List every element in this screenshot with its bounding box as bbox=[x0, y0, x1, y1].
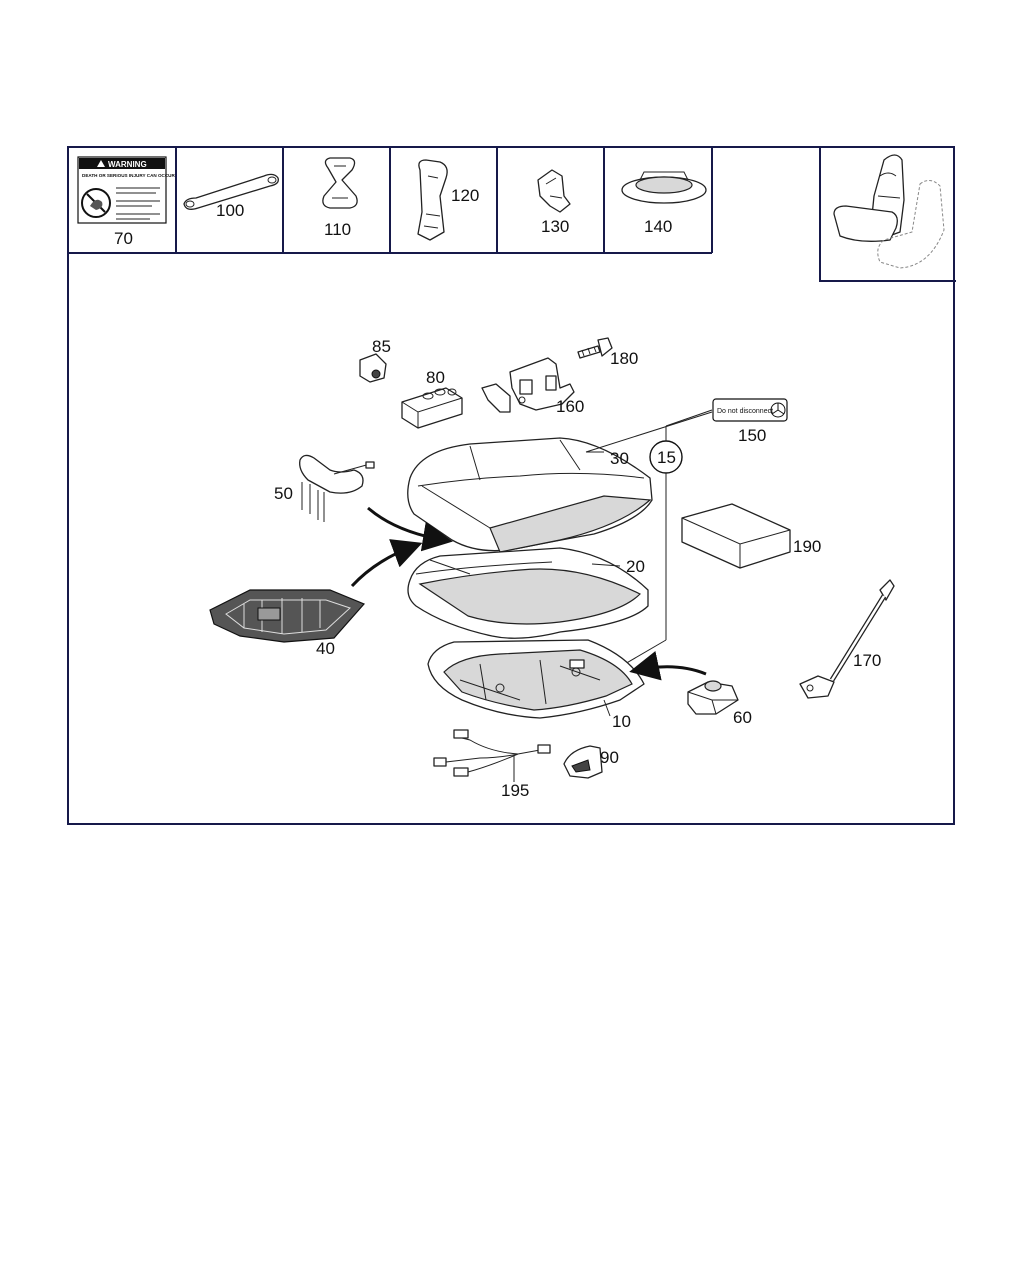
arrow-60 bbox=[629, 650, 707, 681]
label-150: 150 bbox=[738, 426, 766, 445]
part-60-motor[interactable] bbox=[687, 680, 739, 715]
label-170: 170 bbox=[853, 651, 881, 670]
label-160: 160 bbox=[556, 397, 584, 416]
sticker-150-text: Do not disconnect bbox=[717, 408, 773, 415]
part-190-foam-block[interactable] bbox=[681, 503, 791, 569]
label-180: 180 bbox=[610, 349, 638, 368]
part-160-bracket[interactable] bbox=[481, 357, 575, 413]
label-80: 80 bbox=[426, 368, 445, 387]
part-85-cap[interactable] bbox=[359, 353, 387, 383]
part-150-sticker[interactable]: Do not disconnect bbox=[712, 398, 788, 422]
part-120-bracket[interactable] bbox=[417, 159, 448, 241]
part-195-wiring-harness[interactable] bbox=[433, 729, 551, 777]
label-190: 190 bbox=[793, 537, 821, 556]
assembly-15-callout bbox=[617, 409, 713, 669]
part-130-clip[interactable] bbox=[537, 169, 571, 213]
warning-triangle-icon bbox=[97, 160, 105, 167]
small-parts-strip bbox=[68, 147, 713, 254]
label-15: 15 bbox=[657, 448, 676, 467]
part-110-clip[interactable] bbox=[322, 157, 358, 209]
part-170-adjuster-rod[interactable] bbox=[799, 579, 895, 699]
part-180-screw[interactable] bbox=[577, 337, 613, 359]
label-195: 195 bbox=[501, 781, 529, 800]
part-50-trim-bracket[interactable] bbox=[299, 454, 375, 522]
part-30-seat-cover[interactable] bbox=[407, 437, 653, 553]
part-80-switch-module[interactable] bbox=[401, 387, 463, 429]
label-10: 10 bbox=[612, 712, 631, 731]
part-20-cushion[interactable] bbox=[407, 547, 649, 639]
part-140-grommet[interactable] bbox=[621, 171, 707, 204]
label-40: 40 bbox=[316, 639, 335, 658]
arrow-50 bbox=[367, 506, 453, 552]
part-100-cable-strap[interactable] bbox=[183, 173, 279, 210]
part-10-seat-frame[interactable] bbox=[427, 639, 645, 719]
diagram-frame bbox=[67, 146, 955, 825]
arrow-40 bbox=[350, 539, 423, 588]
warning-heading: WARNING bbox=[108, 160, 147, 169]
label-50: 50 bbox=[274, 484, 293, 503]
label-30: 30 bbox=[610, 449, 629, 468]
seat-thumbnail-box bbox=[819, 147, 956, 282]
label-20: 20 bbox=[626, 557, 645, 576]
label-100: 100 bbox=[216, 201, 244, 220]
label-85: 85 bbox=[372, 337, 391, 356]
label-110: 110 bbox=[324, 220, 351, 239]
seat-thumbnail-icon bbox=[833, 154, 945, 269]
part-40-heating-mat[interactable] bbox=[209, 589, 366, 643]
warning-line: DEATH OR SERIOUS INJURY CAN OCCUR bbox=[82, 173, 176, 178]
label-130: 130 bbox=[541, 217, 569, 236]
label-70: 70 bbox=[114, 229, 133, 248]
part-90-clip[interactable] bbox=[563, 745, 603, 779]
part-70-warning-label[interactable]: WARNING DEATH OR SERIOUS INJURY CAN OCCU… bbox=[77, 156, 176, 224]
label-90: 90 bbox=[600, 748, 619, 767]
label-140: 140 bbox=[644, 217, 672, 236]
label-120: 120 bbox=[451, 186, 479, 205]
label-60: 60 bbox=[733, 708, 752, 727]
mercedes-star-icon bbox=[770, 402, 786, 418]
